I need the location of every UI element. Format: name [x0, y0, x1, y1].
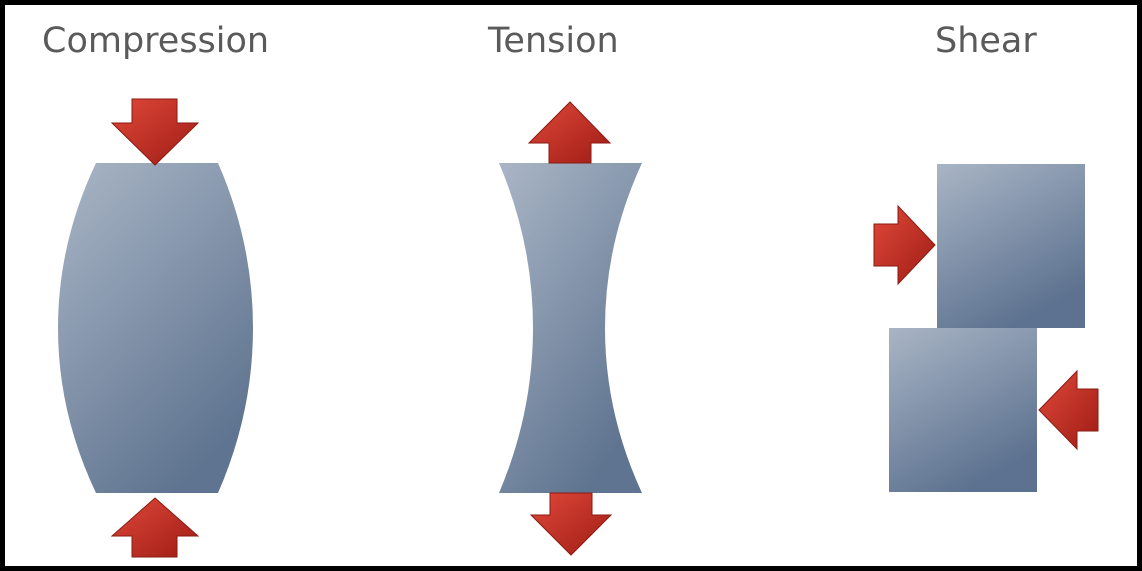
tension-body [499, 163, 642, 493]
shear-upper-block [937, 164, 1085, 328]
shear-right-arrow-icon [1038, 369, 1099, 451]
compression-bottom-arrow-icon [110, 497, 200, 558]
compression-top-arrow-icon [110, 98, 200, 166]
tension-label: Tension [488, 21, 619, 61]
tension-top-arrow-icon [527, 101, 612, 164]
shear-label: Shear [935, 21, 1037, 61]
stress-diagram [58, 98, 1099, 558]
tension-bottom-arrow-icon [529, 492, 613, 556]
shear-left-arrow-icon [873, 204, 936, 286]
compression-body [58, 163, 253, 493]
compression-label: Compression [42, 21, 270, 61]
shear-lower-block [889, 328, 1037, 492]
